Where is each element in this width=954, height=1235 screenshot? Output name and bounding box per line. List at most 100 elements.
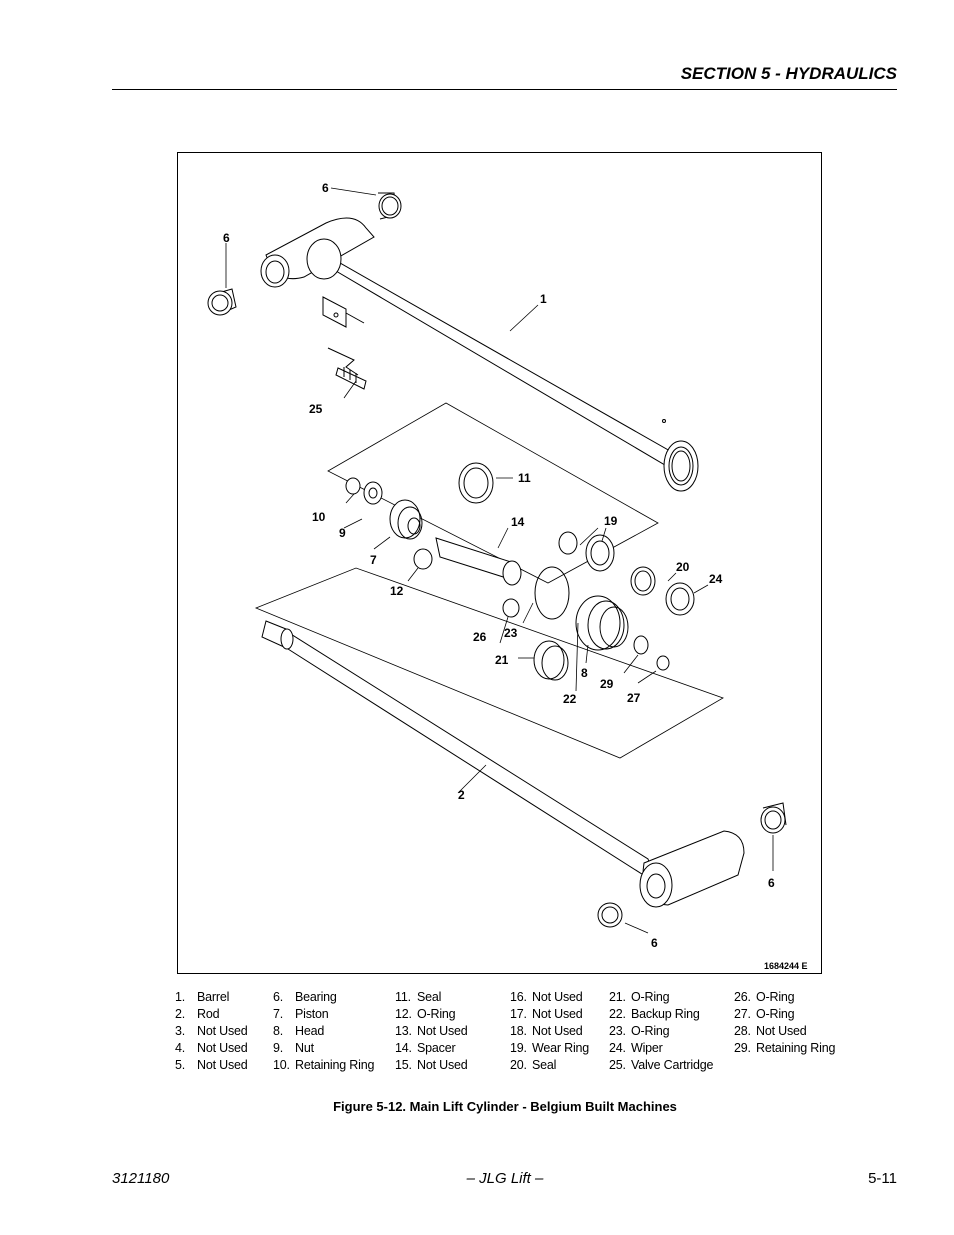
legend-number: 14. xyxy=(395,1041,412,1055)
legend-part-name: O-Ring xyxy=(631,990,670,1004)
legend-part-name: Seal xyxy=(532,1058,557,1072)
callout-6-bottom: 6 xyxy=(651,936,658,950)
legend-number: 3. xyxy=(175,1024,186,1038)
legend-part-name: Retaining Ring xyxy=(295,1058,375,1072)
legend-item: 16. Not Used xyxy=(510,989,583,1006)
callout-6-left: 6 xyxy=(223,231,230,245)
legend-column-4: 16. Not Used 17. Not Used 18. Not Used 19. W… xyxy=(510,989,589,1074)
legend-item: 7. Piston xyxy=(273,1006,329,1023)
upper-assembly-plane xyxy=(327,402,659,584)
figure-caption: Figure 5-12. Main Lift Cylinder - Belgiu… xyxy=(333,1099,677,1114)
legend-part-name: Wiper xyxy=(631,1041,663,1055)
legend-part-name: Wear Ring xyxy=(532,1041,590,1055)
legend-number: 1. xyxy=(175,990,186,1004)
legend-part-name: Not Used xyxy=(532,1007,583,1021)
callout-7: 7 xyxy=(370,553,377,567)
head-group-drawing xyxy=(533,531,695,681)
legend-part-name: Valve Cartridge xyxy=(631,1058,714,1072)
callout-8: 8 xyxy=(581,666,588,680)
callout-9: 9 xyxy=(339,526,346,540)
callout-25: 25 xyxy=(309,402,323,416)
legend-part-name: Barrel xyxy=(197,990,230,1004)
legend-number: 6. xyxy=(273,990,284,1004)
callout-22: 22 xyxy=(563,692,577,706)
legend-part-name: Piston xyxy=(295,1007,329,1021)
legend-part-name: Not Used xyxy=(532,1024,583,1038)
legend-part-name: Not Used xyxy=(417,1058,468,1072)
legend-column-2: 6.Bearing 7.Piston 8.Head 9.Nut 10.Retai… xyxy=(273,989,374,1074)
callout-11: 11 xyxy=(518,471,531,485)
legend-item: 21.O-Ring xyxy=(609,989,670,1006)
legend-item: 6. Bearing xyxy=(273,989,337,1006)
legend-number: 28. xyxy=(734,1024,751,1038)
piston-group-drawing xyxy=(345,462,570,620)
legend-number: 26. xyxy=(734,990,751,1004)
legend-item: 17. Not Used xyxy=(510,1006,583,1023)
legend-column-3: 11.Seal 12.O-Ring 13.Not Used 14.Spacer … xyxy=(395,989,468,1074)
bearing-drawings xyxy=(207,192,787,928)
legend-item: 27.O-Ring xyxy=(734,1006,795,1023)
legend-part-name: Not Used xyxy=(756,1024,807,1038)
legend-number: 8. xyxy=(273,1024,284,1038)
legend-item: 29. Retaining Ring xyxy=(734,1040,835,1057)
legend-item: 26. O-Ring xyxy=(734,989,795,1006)
legend-item: 5.Not Used xyxy=(175,1057,248,1074)
exploded-view-drawing: 1 2 6 6 6 6 7 8 9 10 11 12 14 19 20 21 2… xyxy=(207,181,808,971)
callout-23: 23 xyxy=(504,626,518,640)
legend-part-name: Bearing xyxy=(295,990,337,1004)
drawing-number: 1684244 E xyxy=(764,961,808,971)
legend-part-name: O-Ring xyxy=(756,1007,795,1021)
legend-number: 16. xyxy=(510,990,527,1004)
legend-part-name: O-Ring xyxy=(631,1024,670,1038)
legend-number: 18. xyxy=(510,1024,527,1038)
legend-number: 20. xyxy=(510,1058,527,1072)
legend-number: 19. xyxy=(510,1041,527,1055)
legend-part-name: Backup Ring xyxy=(631,1007,700,1021)
legend-number: 10. xyxy=(273,1058,290,1072)
barrel-drawing xyxy=(260,217,699,492)
footer-doc-number: 3121180 xyxy=(112,1170,170,1187)
legend-number: 12. xyxy=(395,1007,412,1021)
section-header: SECTION 5 - HYDRAULICS xyxy=(680,64,897,83)
footer-page-number: 5-11 xyxy=(868,1170,897,1187)
legend-part-name: Not Used xyxy=(532,990,583,1004)
legend-part-name: Retaining Ring xyxy=(756,1041,836,1055)
callout-6-right: 6 xyxy=(768,876,775,890)
callout-27: 27 xyxy=(627,691,641,705)
callout-6-top: 6 xyxy=(322,181,329,195)
legend-number: 25. xyxy=(609,1058,626,1072)
legend-item: 15.Not Used xyxy=(395,1057,468,1074)
callout-21: 21 xyxy=(495,653,509,667)
legend-column-1: 1.Barrel 2.Rod 3.Not Used 4.Not Used 5.N… xyxy=(175,989,248,1074)
legend-part-name: O-Ring xyxy=(417,1007,456,1021)
legend-item: 20. Seal xyxy=(510,1057,556,1074)
legend-item: 19. Wear Ring xyxy=(510,1040,589,1057)
leader-lines xyxy=(225,187,774,934)
legend-item: 13.Not Used xyxy=(395,1023,468,1040)
legend-column-5: 21.O-Ring 22.Backup Ring 23.O-Ring 24.Wi… xyxy=(609,989,713,1074)
legend-item: 24.Wiper xyxy=(609,1040,663,1057)
legend-number: 7. xyxy=(273,1007,284,1021)
legend-part-name: O-Ring xyxy=(756,990,795,1004)
legend-item: 25. Valve Cartridge xyxy=(609,1057,713,1074)
legend-item: 1. Barrel xyxy=(175,989,229,1006)
callout-10: 10 xyxy=(312,510,326,524)
lower-assembly-plane xyxy=(254,567,724,759)
legend-part-name: Not Used xyxy=(197,1041,248,1055)
legend-part-name: Spacer xyxy=(417,1041,456,1055)
legend-part-name: Nut xyxy=(295,1041,314,1055)
legend-item: 9. Nut xyxy=(273,1040,314,1057)
legend-number: 29. xyxy=(734,1041,751,1055)
callout-24: 24 xyxy=(709,572,723,586)
valve-cartridge-drawing xyxy=(327,347,367,390)
legend-item: 12. O-Ring xyxy=(395,1006,456,1023)
legend-number: 9. xyxy=(273,1041,284,1055)
callout-20: 20 xyxy=(676,560,690,574)
legend-number: 2. xyxy=(175,1007,186,1021)
callout-12: 12 xyxy=(390,584,404,598)
legend-item: 3.Not Used xyxy=(175,1023,248,1040)
callout-29: 29 xyxy=(600,677,614,691)
legend-number: 17. xyxy=(510,1007,527,1021)
legend-item: 22.Backup Ring xyxy=(609,1006,700,1023)
legend-item: 10. Retaining Ring xyxy=(273,1057,374,1074)
